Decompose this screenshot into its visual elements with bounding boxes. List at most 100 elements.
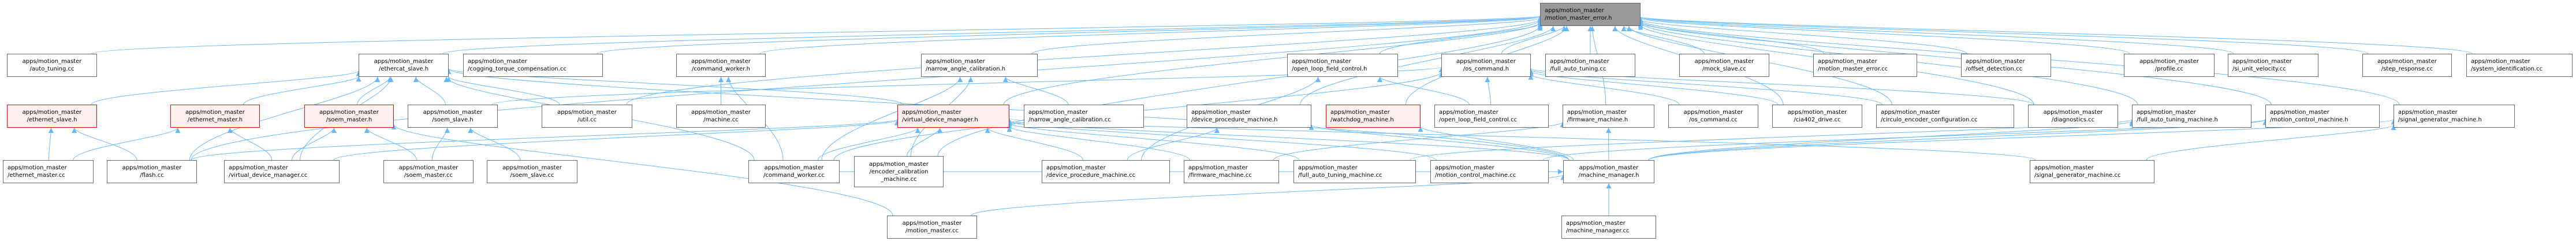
graph-node-motion-control-machine-h[interactable]: apps/motion_master/motion_control_machin… <box>2265 105 2380 128</box>
edge-signal-generator-machine-cc-to-signal-generator-machine-h <box>2146 124 2396 161</box>
edge-virtual-device-manager-cc-to-soem-master-h <box>292 127 337 161</box>
node-label-line: apps/motion_master <box>229 165 288 171</box>
graph-node-cogging-torque-compensation-cc[interactable]: apps/motion_master/cogging_torque_compen… <box>463 54 603 77</box>
node-label-line: /machine_manager.h <box>1578 172 1639 179</box>
graph-node-motion-control-machine-cc[interactable]: apps/motion_master/motion_control_machin… <box>1430 160 1549 183</box>
graph-node-soem-slave-cc[interactable]: apps/motion_master/soem_slave.cc <box>487 160 577 183</box>
edge-full-auto-tuning-machine-cc-to-virtual-device-manager-h <box>1006 123 1300 161</box>
graph-node-ethernet-master-cc[interactable]: apps/motion_master/ethernet_master.cc <box>3 160 94 183</box>
node-label-line: /circulo_encoder_configuration.cc <box>1881 117 1978 123</box>
graph-node-full-auto-tuning-machine-h[interactable]: apps/motion_master/full_auto_tuning_mach… <box>2132 105 2251 128</box>
node-label-line: apps/motion_master <box>1579 165 1639 171</box>
graph-node-firmware-machine-h[interactable]: apps/motion_master/firmware_machine.h <box>1563 105 1654 128</box>
graph-node-open-loop-field-control-cc[interactable]: apps/motion_master/open_loop_field_contr… <box>1434 105 1549 128</box>
graph-node-circulo-encoder-configuration-cc[interactable]: apps/motion_master/circulo_encoder_confi… <box>1876 105 2014 128</box>
edge-util-cc-to-motion-master-error-h <box>626 18 1543 105</box>
graph-node-system-identification-cc[interactable]: apps/motion_master/system_identification… <box>2466 54 2573 77</box>
node-label-line: apps/motion_master <box>2137 109 2196 116</box>
node-label-line: /motion_control_machine.h <box>2270 117 2348 123</box>
node-label-line: apps/motion_master <box>764 165 824 171</box>
graph-node-encoder-calibration-machine-cc[interactable]: apps/motion_master/encoder_calibration_m… <box>854 156 944 187</box>
node-label-line: /ethernet_master.h <box>187 117 243 123</box>
graph-node-device-procedure-machine-cc[interactable]: apps/motion_master/device_procedure_mach… <box>1042 160 1170 183</box>
graph-node-motion-master-cc[interactable]: apps/motion_master/motion_master.cc <box>887 216 977 239</box>
node-label-line: apps/motion_master <box>2398 109 2458 116</box>
node-label-line: apps/motion_master <box>502 165 562 171</box>
graph-node-narrow-angle-calibration-cc[interactable]: apps/motion_master/narrow_angle_calibrat… <box>1024 105 1144 128</box>
node-label-line: /soem_master.h <box>326 117 372 123</box>
graph-node-machine-manager-h[interactable]: apps/motion_master/machine_manager.h <box>1563 160 1654 183</box>
graph-node-ethernet-master-h[interactable]: apps/motion_master/ethernet_master.h <box>170 105 260 128</box>
node-label-line: apps/motion_master <box>1330 109 1390 116</box>
node-label-line: apps/motion_master <box>1683 109 1743 116</box>
node-label-line: /virtual_device_manager.cc <box>229 172 308 179</box>
node-label-line: /narrow_angle_calibration.h <box>926 66 1006 72</box>
node-label-line: /flash.cc <box>140 172 164 179</box>
graph-node-offset-detection-cc[interactable]: apps/motion_master/offset_detection.cc <box>1961 54 2051 77</box>
graph-node-soem-master-h[interactable]: apps/motion_master/soem_master.h <box>304 105 394 128</box>
node-label-line: /device_procedure_machine.cc <box>1046 172 1136 179</box>
graph-node-ethercat-slave-h[interactable]: apps/motion_master/ethercat_slave.h <box>359 54 449 77</box>
graph-node-virtual-device-manager-cc[interactable]: apps/motion_master/virtual_device_manage… <box>224 160 340 183</box>
graph-node-auto-tuning-cc[interactable]: apps/motion_master/auto_tuning.cc <box>7 54 97 77</box>
graph-node-soem-master-cc[interactable]: apps/motion_master/soem_master.cc <box>383 160 474 183</box>
graph-node-narrow-angle-calibration-h[interactable]: apps/motion_master/narrow_angle_calibrat… <box>921 54 1038 77</box>
node-label-line: /firmware_machine.cc <box>1188 172 1252 179</box>
node-label-line: /encoder_calibration <box>869 168 929 175</box>
graph-node-os-command-cc[interactable]: apps/motion_master/os_command.cc <box>1668 105 1758 128</box>
node-label-line: apps/motion_master <box>902 109 961 116</box>
edge-flash-cc-to-motion-master-error-h <box>191 19 1543 161</box>
graph-node-command-worker-h[interactable]: apps/motion_master/command_worker.h <box>676 54 766 77</box>
graph-node-machine-cc[interactable]: apps/motion_master/machine.cc <box>676 105 766 128</box>
graph-node-motion-master-error-h: apps/motion_master/motion_master_error.h <box>1540 3 1641 26</box>
node-label-line: apps/motion_master <box>1298 165 1358 171</box>
graph-node-device-procedure-machine-h[interactable]: apps/motion_master/device_procedure_mach… <box>1187 105 1311 128</box>
graph-node-full-auto-tuning-cc[interactable]: apps/motion_master/full_auto_tuning.cc <box>1545 54 1635 77</box>
graph-node-ethernet-slave-h[interactable]: apps/motion_master/ethernet_slave.h <box>7 105 97 128</box>
node-label-line: apps/motion_master <box>691 109 751 116</box>
node-label-line: apps/motion_master <box>2232 58 2292 65</box>
graph-node-full-auto-tuning-machine-cc[interactable]: apps/motion_master/full_auto_tuning_mach… <box>1293 160 1416 183</box>
node-label-line: apps/motion_master <box>1456 58 1516 65</box>
node-label-line: apps/motion_master <box>1881 109 1940 116</box>
graph-node-soem-slave-h[interactable]: apps/motion_master/soem_slave.h <box>408 105 498 128</box>
node-label-line: apps/motion_master <box>1787 109 1847 116</box>
graph-node-step-response-cc[interactable]: apps/motion_master/step_response.cc <box>2362 54 2452 77</box>
node-label-line: /motion_master_error.cc <box>1818 66 1888 72</box>
graph-node-mock-slave-cc[interactable]: apps/motion_master/mock_slave.cc <box>1679 54 1769 77</box>
edge-soem-master-h-to-ethercat-slave-h <box>357 76 393 105</box>
graph-node-si-unit-velocity-cc[interactable]: apps/motion_master/si_unit_velocity.cc <box>2228 54 2318 77</box>
graph-node-cia402-drive-cc[interactable]: apps/motion_master/cia402_drive.cc <box>1772 105 1862 128</box>
node-label-line: /motion_master_error.h <box>1545 15 1612 21</box>
node-label-line: /machine_manager.cc <box>1566 228 1630 234</box>
graph-node-open-loop-field-control-h[interactable]: apps/motion_master/open_loop_field_contr… <box>1287 54 1398 77</box>
node-label-line: apps/motion_master <box>1292 58 1351 65</box>
graph-node-firmware-machine-cc[interactable]: apps/motion_master/firmware_machine.cc <box>1184 160 1279 183</box>
graph-node-motion-master-error-cc[interactable]: apps/motion_master/motion_master_error.c… <box>1813 54 1917 77</box>
graph-node-virtual-device-manager-h[interactable]: apps/motion_master/virtual_device_manage… <box>897 105 1009 128</box>
edge-ethernet-master-cc-to-ethernet-slave-h <box>48 127 54 161</box>
node-label-line: /command_worker.h <box>692 66 750 72</box>
edge-cia402-drive-cc-to-os-command-h <box>1528 71 1779 105</box>
graph-node-os-command-h[interactable]: apps/motion_master/os_command.h <box>1441 54 1531 77</box>
node-label-line: apps/motion_master <box>319 109 379 116</box>
graph-node-machine-manager-cc[interactable]: apps/motion_master/machine_manager.cc <box>1561 216 1656 239</box>
edge-cogging-torque-compensation-cc-to-motion-master-error-h <box>597 16 1542 54</box>
graph-node-profile-cc[interactable]: apps/motion_master/profile.cc <box>2124 54 2215 77</box>
node-label-line: apps/motion_master <box>1046 165 1106 171</box>
node-label-line: /signal_generator_machine.cc <box>2034 172 2121 179</box>
graph-node-watchdog-machine-h[interactable]: apps/motion_master/watchdog_machine.h <box>1326 105 1421 128</box>
graph-node-diagnostics-cc[interactable]: apps/motion_master/diagnostics.cc <box>2028 105 2118 128</box>
graph-node-util-cc[interactable]: apps/motion_master/util.cc <box>542 105 632 128</box>
graph-node-signal-generator-machine-cc[interactable]: apps/motion_master/signal_generator_mach… <box>2030 160 2154 183</box>
node-label-line: apps/motion_master <box>1188 165 1248 171</box>
graph-node-flash-cc[interactable]: apps/motion_master/flash.cc <box>107 160 197 183</box>
node-label-line: apps/motion_master <box>1028 109 1088 116</box>
graph-node-signal-generator-machine-h[interactable]: apps/motion_master/signal_generator_mach… <box>2394 105 2515 128</box>
node-label-line: /ethernet_master.cc <box>8 172 65 179</box>
node-label-line: /signal_generator_machine.h <box>2398 117 2482 123</box>
graph-node-command-worker-cc[interactable]: apps/motion_master/command_worker.cc <box>748 160 840 183</box>
node-label-line: /command_worker.cc <box>763 172 825 179</box>
edge-motion-master-error-cc-to-motion-master-error-h <box>1638 23 1825 54</box>
